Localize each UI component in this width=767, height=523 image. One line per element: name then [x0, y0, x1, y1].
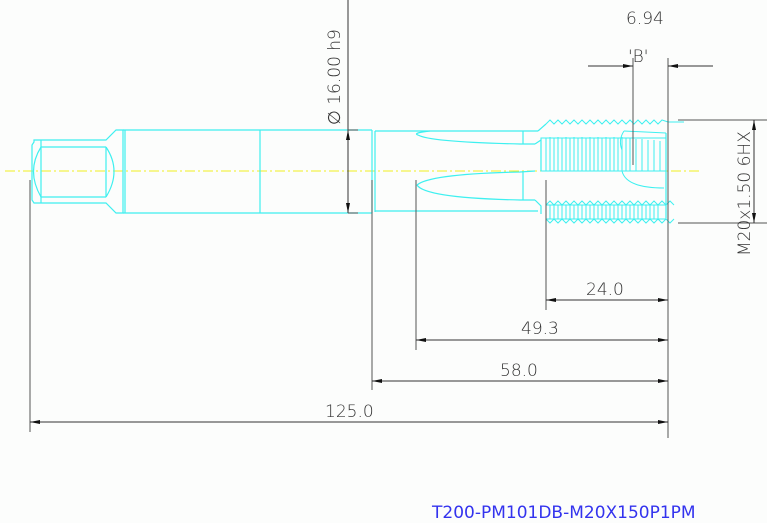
dimension-shank-diameter: ∅ 16.00 h9 — [325, 0, 358, 214]
neck-length-label: 58.0 — [500, 361, 538, 381]
thread-teeth — [540, 119, 684, 224]
dimension-thread-length: 24.0 — [545, 180, 669, 438]
chamfer-length-label: 6.94 — [626, 9, 664, 29]
dimension-overall-length: 125.0 — [29, 180, 668, 432]
thread-spec-label: M20x1.50 6HX — [735, 131, 755, 256]
dimension-chamfer: 6.94 'B' — [588, 9, 713, 218]
chamfer-b-label: 'B' — [628, 47, 648, 67]
dimension-flute-length: 49.3 — [415, 180, 668, 350]
shank-diameter-label: ∅ 16.00 h9 — [325, 29, 345, 125]
thread-length-label: 24.0 — [586, 280, 624, 300]
fluted-body — [375, 123, 547, 214]
overall-length-label: 125.0 — [325, 402, 374, 422]
square-drive — [31, 129, 126, 214]
part-number: T200-PM101DB-M20X150P1PM — [431, 503, 696, 523]
flute-length-label: 49.3 — [521, 319, 559, 339]
dimension-neck-length: 58.0 — [371, 180, 668, 390]
dimension-thread-spec: M20x1.50 6HX — [678, 119, 767, 256]
